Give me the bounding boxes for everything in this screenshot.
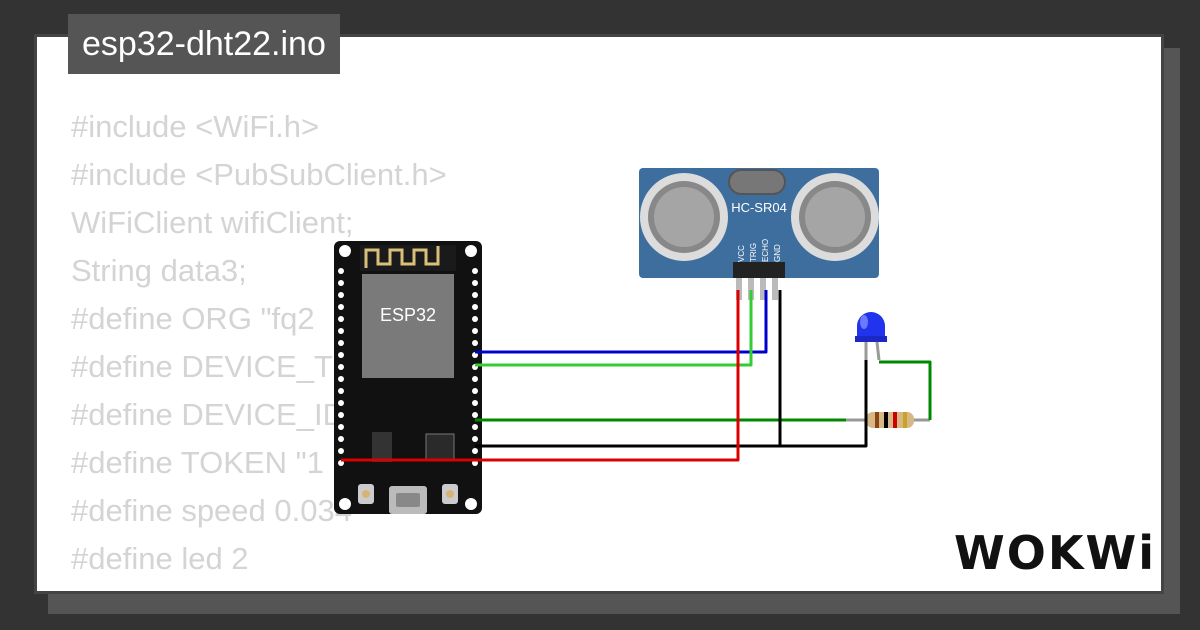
pin-label-vcc: VCC (737, 245, 746, 262)
code-line: #define DEVICE_T (71, 349, 333, 384)
code-line: #define speed 0.034 (71, 493, 352, 528)
preview-card: #include <WiFi.h> #include <PubSubClient… (34, 34, 1164, 594)
wire-blue-echo (475, 290, 768, 354)
wire-green-trig (475, 290, 753, 367)
code-line: #define DEVICE_ID (71, 397, 345, 432)
code-line: String data3; (71, 253, 247, 288)
code-line: #include <WiFi.h> (71, 109, 320, 144)
resistor[interactable] (846, 412, 930, 428)
code-line: WiFiClient wifiClient; (71, 205, 354, 240)
blue-led[interactable] (855, 312, 887, 361)
hc-sr04-sensor[interactable]: HC-SR04 VCC TRIG ECHO GND (639, 168, 879, 300)
code-line: #define led 2 (71, 541, 249, 576)
wire-black-gnd (475, 360, 868, 448)
wire-red-vcc (341, 290, 740, 462)
code-line: #define TOKEN "1 (71, 445, 324, 480)
wires (341, 290, 932, 462)
pin-label-gnd: GND (773, 244, 782, 262)
sensor-label: HC-SR04 (731, 200, 787, 215)
esp32-board[interactable]: ESP32 (334, 241, 482, 514)
esp32-label: ESP32 (380, 305, 436, 325)
file-title: esp32-dht22.ino (68, 14, 340, 74)
code-line: #include <PubSubClient.h> (71, 157, 447, 192)
code-line: #define ORG "fq2 (71, 301, 315, 336)
wire-green-led-return (879, 360, 932, 420)
esp32-pin-headers (338, 268, 478, 466)
pin-label-echo: ECHO (761, 239, 770, 262)
wokwi-logo: WOKWi (954, 526, 1156, 580)
pin-label-trig: TRIG (749, 243, 758, 262)
code-preview: #include <WiFi.h> #include <PubSubClient… (71, 103, 447, 583)
